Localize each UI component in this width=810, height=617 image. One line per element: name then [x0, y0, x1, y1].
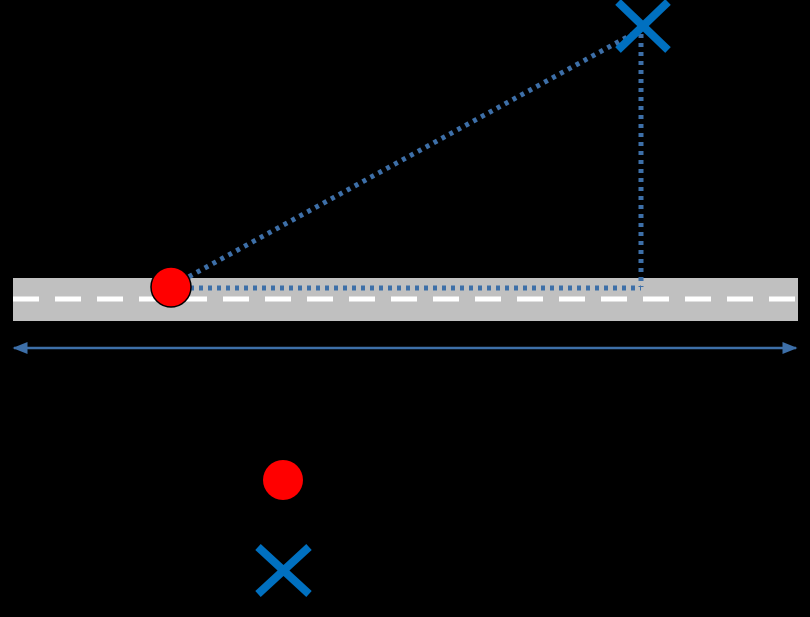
- legend-cross-icon: [255, 544, 312, 597]
- legend-cross-stroke-b: [255, 544, 312, 597]
- road-point-marker: [150, 266, 192, 308]
- dotted-hypotenuse-line: [179, 27, 642, 284]
- road: [13, 278, 798, 321]
- distance-lines: [179, 27, 644, 291]
- legend: [255, 460, 312, 597]
- target-cross-marker: [615, 0, 671, 53]
- target-cross-stroke-b: [615, 0, 671, 53]
- legend-point-icon: [263, 460, 303, 500]
